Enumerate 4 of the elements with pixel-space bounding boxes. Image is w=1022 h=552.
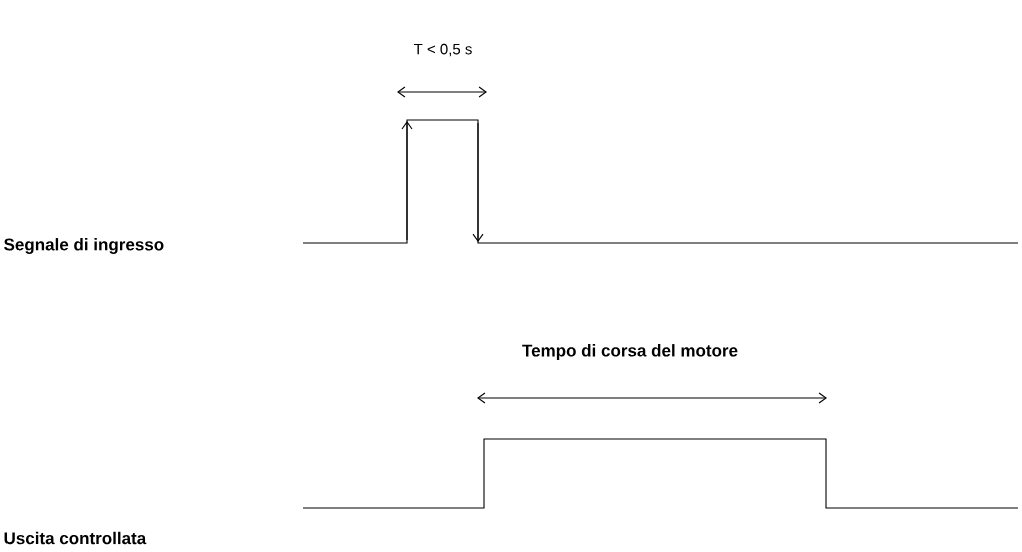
signal-label: Uscita controllata bbox=[4, 531, 147, 545]
dimension-label: Tempo di corsa del motore bbox=[522, 344, 738, 360]
signal-label: Segnale di ingresso bbox=[4, 238, 164, 254]
dimension-label: T < 0,5 s bbox=[413, 43, 472, 57]
